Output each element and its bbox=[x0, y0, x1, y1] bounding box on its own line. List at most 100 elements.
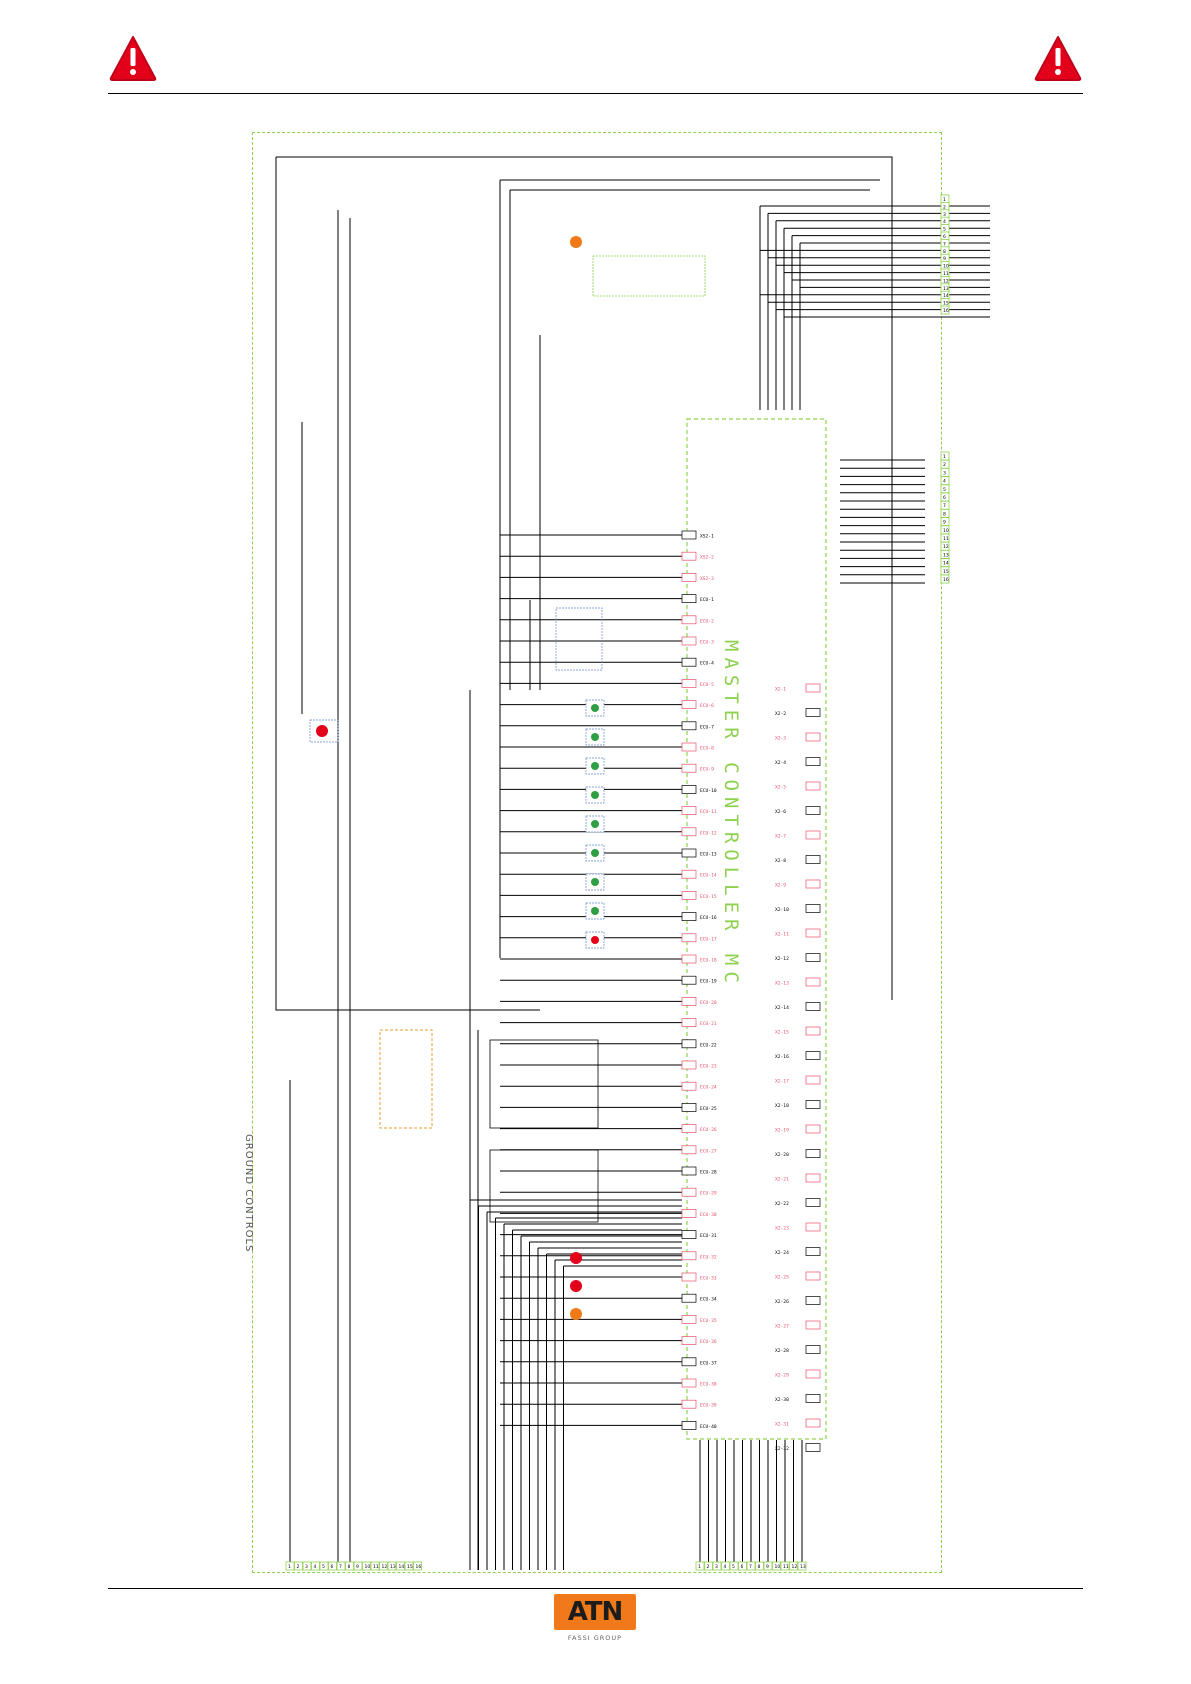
controller-pin-left bbox=[681, 1145, 697, 1155]
terminal-bottom-left-cell bbox=[379, 1561, 388, 1571]
controller-pin-left bbox=[681, 1039, 697, 1049]
controller-pin-left bbox=[681, 636, 697, 646]
controller-pin-right bbox=[805, 1443, 821, 1452]
terminal-right-mid-label: 11 bbox=[943, 536, 949, 542]
controller-pin-left bbox=[681, 763, 697, 773]
indicator-lamp bbox=[570, 1280, 582, 1292]
controller-pin-left bbox=[681, 1103, 697, 1112]
controller-pin-right-label: X2-16 bbox=[775, 1054, 789, 1060]
terminal-right-mid-label: 15 bbox=[943, 569, 949, 575]
controller-pin-left bbox=[681, 933, 697, 943]
controller-pin-right bbox=[805, 1369, 821, 1379]
controller-pin-right-label: X2-31 bbox=[775, 1422, 789, 1428]
terminal-right-top-label: 3 bbox=[943, 212, 946, 218]
controller-pin-right bbox=[805, 1075, 821, 1085]
controller-pin-right bbox=[805, 928, 821, 938]
controller-pin-left-label: ECU-2 bbox=[700, 618, 714, 624]
terminal-bottom-right-cell bbox=[721, 1561, 730, 1571]
controller-pin-right bbox=[805, 1026, 821, 1036]
controller-pin-right bbox=[805, 1149, 821, 1158]
terminal-bottom-right-label: 10 bbox=[775, 1564, 781, 1570]
terminal-bottom-right-label: 7 bbox=[749, 1564, 752, 1570]
controller-pin-right bbox=[805, 781, 821, 791]
controller-pin-left bbox=[681, 1187, 697, 1197]
terminal-bottom-right-cell bbox=[755, 1561, 764, 1571]
terminal-bottom-right-label: 6 bbox=[741, 1564, 744, 1570]
relay-box bbox=[489, 1039, 599, 1129]
controller-pin-left-label: ECU-13 bbox=[700, 852, 717, 858]
controller-pin-right-label: X2-18 bbox=[775, 1103, 789, 1109]
controller-pin-left-label: ECU-12 bbox=[700, 830, 717, 836]
warning-triangle-icon-right bbox=[1034, 36, 1082, 81]
terminal-right-top-cell bbox=[940, 305, 950, 315]
terminal-bottom-left-label: 2 bbox=[297, 1564, 300, 1570]
controller-pin-left bbox=[681, 1124, 697, 1133]
terminal-bottom-left-cell bbox=[353, 1561, 363, 1571]
terminal-right-top-label: 6 bbox=[943, 234, 946, 240]
terminal-bottom-right-cell bbox=[712, 1561, 722, 1571]
terminal-right-mid-label: 8 bbox=[943, 511, 946, 517]
terminal-bottom-left-label: 16 bbox=[416, 1564, 422, 1570]
terminal-bottom-left-label: 8 bbox=[348, 1564, 351, 1570]
controller-pin-left-label: ECU-35 bbox=[700, 1318, 717, 1324]
controller-pin-left bbox=[681, 869, 697, 879]
footer-rule bbox=[108, 1588, 1083, 1589]
controller-pin-right bbox=[805, 1271, 821, 1281]
controller-pin-left-label: ECU-31 bbox=[700, 1233, 717, 1239]
terminal-bottom-right-label: 2 bbox=[707, 1564, 710, 1570]
controller-pin-left-label: ECU-37 bbox=[700, 1360, 717, 1366]
controller-pin-left bbox=[681, 954, 697, 964]
controller-pin-right-label: X2-11 bbox=[775, 932, 789, 938]
beacon-lamp bbox=[570, 236, 582, 248]
controller-pin-right-label: X2-20 bbox=[775, 1152, 789, 1158]
controller-pin-left bbox=[681, 679, 697, 688]
terminal-right-top-label: 12 bbox=[943, 278, 949, 284]
terminal-bottom-left-label: 11 bbox=[373, 1564, 379, 1570]
controller-pin-right bbox=[805, 1345, 821, 1354]
controller-pin-right-label: X2-12 bbox=[775, 956, 789, 962]
controller-pin-right-label: X2-19 bbox=[775, 1128, 789, 1134]
terminal-right-top-label: 7 bbox=[943, 241, 946, 247]
logo-text: ATN bbox=[567, 1597, 624, 1627]
controller-pin-left-label: ECU-20 bbox=[700, 1000, 717, 1006]
controller-pin-left-label: ECU-4 bbox=[700, 661, 714, 667]
header-rule bbox=[108, 93, 1083, 94]
controller-pin-left bbox=[681, 615, 697, 625]
controller-pin-left-label: ECU-27 bbox=[700, 1148, 717, 1154]
controller-pin-left-label: ECU-15 bbox=[700, 894, 717, 900]
terminal-right-top-label: 16 bbox=[943, 308, 949, 314]
terminal-right-top-label: 10 bbox=[943, 264, 949, 270]
terminal-right-mid-label: 1 bbox=[943, 454, 946, 460]
controller-pin-right-label: X2-8 bbox=[775, 858, 786, 864]
terminal-bottom-right-label: 4 bbox=[724, 1564, 727, 1570]
controller-pin-right bbox=[805, 1051, 821, 1060]
controller-pin-right bbox=[805, 1173, 821, 1183]
terminal-bottom-left-cell bbox=[294, 1561, 303, 1571]
terminal-bottom-left-label: 7 bbox=[339, 1564, 342, 1570]
terminal-bottom-right-cell bbox=[729, 1561, 739, 1571]
controller-pin-right bbox=[805, 732, 821, 742]
controller-pin-right-label: X2-14 bbox=[775, 1005, 789, 1011]
terminal-bottom-left-cell bbox=[396, 1561, 405, 1571]
terminal-right-mid-label: 12 bbox=[943, 544, 949, 550]
controller-pin-left bbox=[681, 1018, 697, 1027]
controller-pin-right bbox=[805, 904, 821, 913]
selector-box bbox=[555, 607, 603, 671]
terminal-right-top-label: 1 bbox=[943, 197, 946, 203]
terminal-bottom-left-cell bbox=[362, 1561, 371, 1571]
controller-pin-left-label: ECU-38 bbox=[700, 1382, 717, 1388]
joystick-switch-symbol bbox=[591, 907, 599, 915]
terminal-bottom-left-label: 14 bbox=[399, 1564, 405, 1570]
terminal-right-mid-label: 6 bbox=[943, 495, 946, 501]
controller-pin-left-label: ECU-17 bbox=[700, 936, 717, 942]
controller-pin-right bbox=[805, 708, 821, 717]
controller-pin-right bbox=[805, 757, 821, 766]
controller-pin-left bbox=[681, 1166, 697, 1176]
controller-pin-right bbox=[805, 1247, 821, 1256]
terminal-bottom-left-label: 6 bbox=[331, 1564, 334, 1570]
controller-pin-left-label: ECU-10 bbox=[700, 788, 717, 794]
controller-pin-left-label: ECU-8 bbox=[700, 746, 714, 752]
joystick-switch-symbol bbox=[591, 733, 599, 741]
controller-pin-left-label: ECU-11 bbox=[700, 809, 717, 815]
terminal-bottom-left-cell bbox=[319, 1561, 329, 1571]
